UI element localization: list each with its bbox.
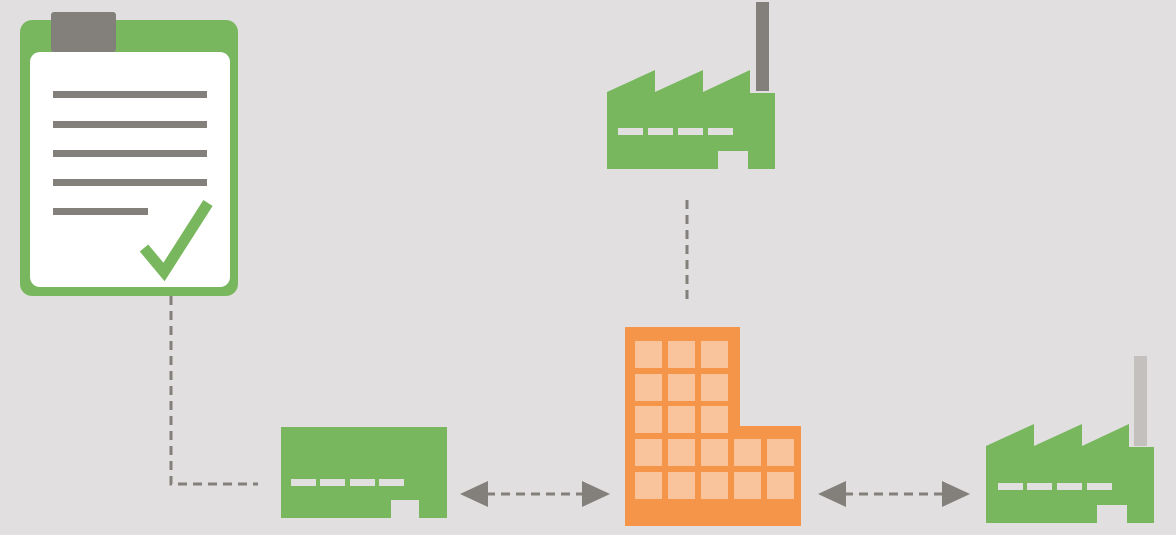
- double-arrow-left: [460, 481, 610, 507]
- building-window: [668, 374, 695, 401]
- factory-right-icon: [986, 356, 1154, 523]
- arrowhead-right: [942, 481, 970, 507]
- building-window: [767, 472, 794, 499]
- factory-body: [986, 424, 1154, 523]
- building-window: [635, 439, 662, 466]
- factory-window: [1027, 483, 1052, 490]
- factory-window: [1057, 483, 1082, 490]
- factory-window: [998, 483, 1023, 490]
- building-window: [701, 406, 728, 433]
- chimney-icon: [756, 2, 769, 91]
- building-windows: [635, 341, 794, 499]
- checklist-line: [53, 150, 207, 157]
- building-window: [701, 374, 728, 401]
- building-window: [635, 472, 662, 499]
- building-window: [668, 341, 695, 368]
- connector-clipboard-warehouse: [169, 296, 258, 486]
- building-window: [635, 406, 662, 433]
- warehouse-icon: [281, 427, 447, 518]
- arrowhead-left: [818, 481, 846, 507]
- checklist-line: [53, 179, 207, 186]
- building-window: [635, 341, 662, 368]
- factory-windows: [998, 483, 1112, 490]
- building-window: [734, 439, 761, 466]
- clipboard-clip: [51, 12, 116, 52]
- warehouse-window: [350, 479, 375, 486]
- building-window: [701, 341, 728, 368]
- factory-window: [708, 128, 733, 135]
- factory-window: [678, 128, 703, 135]
- checklist-line: [53, 91, 207, 98]
- double-arrow-right: [818, 481, 970, 507]
- factory-top-icon: [607, 2, 775, 169]
- checklist-line: [53, 121, 207, 128]
- checkmark-icon: [139, 200, 213, 282]
- arrowhead-left: [460, 481, 488, 507]
- building-window: [668, 472, 695, 499]
- building-window: [734, 472, 761, 499]
- warehouse-body: [281, 427, 447, 518]
- factory-window: [1087, 483, 1112, 490]
- factory-window: [618, 128, 643, 135]
- arrowhead-right: [582, 481, 610, 507]
- building-window: [635, 374, 662, 401]
- building-window: [767, 439, 794, 466]
- warehouse-window: [379, 479, 404, 486]
- building-window: [668, 406, 695, 433]
- office-building-icon: [625, 327, 801, 526]
- building-window: [701, 439, 728, 466]
- warehouse-window: [320, 479, 345, 486]
- factory-body: [607, 70, 775, 169]
- chimney-icon: [1134, 356, 1147, 446]
- factory-window: [648, 128, 673, 135]
- clipboard-paper: [30, 52, 230, 287]
- checklist-lines: [53, 91, 207, 215]
- warehouse-window: [291, 479, 316, 486]
- checklist-line: [53, 208, 148, 215]
- clipboard-check-icon: [20, 12, 238, 296]
- factory-windows: [618, 128, 733, 135]
- building-window: [701, 472, 728, 499]
- warehouse-windows: [291, 479, 404, 486]
- building-window: [668, 439, 695, 466]
